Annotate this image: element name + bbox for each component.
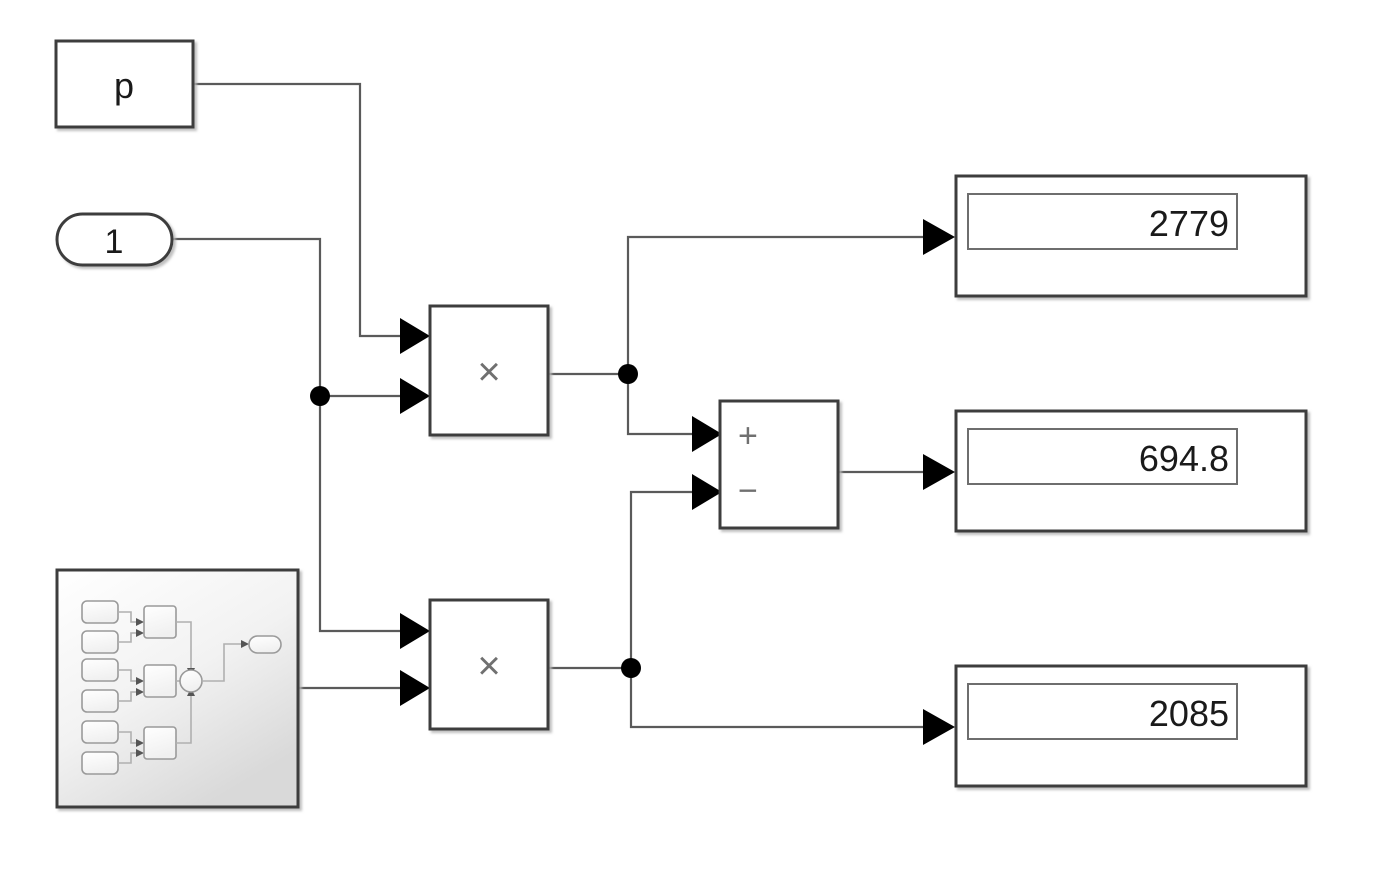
arrowhead-product-lower-in1 [400,613,430,649]
display-middle-value: 694.8 [1139,438,1229,479]
wire-inport-trunk[interactable] [172,237,402,633]
arrowhead-sum-minus-in [692,474,722,510]
thumb-arrowhead-3 [136,677,144,685]
multiply-icon: × [477,350,500,394]
product-upper-body[interactable] [428,304,550,437]
thumb-arrowhead-5 [136,739,144,747]
display-bottom-screen [967,683,1238,740]
thumb-input-4 [81,689,119,713]
thumb-outport [248,635,282,654]
wire-to-sum-minus[interactable] [629,490,694,668]
thumb-wire-sum-to-outport [202,643,245,682]
block-product-upper[interactable]: × [428,304,550,437]
thumb-input-1 [81,600,119,624]
display-middle-screen [967,428,1238,485]
block-constant-p[interactable]: p [54,39,195,129]
block-display-bottom[interactable]: 2085 [954,664,1308,788]
arrowhead-display-middle-in [923,454,955,490]
thumb-input-2 [81,630,119,654]
block-inport-1[interactable]: 1 [55,212,174,267]
thumb-input-3 [81,658,119,682]
subsystem-thumbnail-icon [81,600,282,775]
junction-inport-split[interactable] [310,386,330,406]
block-display-middle[interactable]: 694.8 [954,409,1308,533]
thumb-wire-op1-to-sum [176,621,192,672]
product-lower-body[interactable] [428,598,550,731]
thumb-arrowhead-6 [136,749,144,757]
signal-junctions [310,364,641,678]
thumb-op-block-2 [143,664,177,698]
arrowhead-product-upper-in2 [400,378,430,414]
constant-p-body[interactable] [54,39,195,129]
multiply-icon: × [477,644,500,688]
arrowhead-sum-plus-in [692,416,722,452]
sum-body[interactable] [718,399,840,530]
constant-p-label: p [114,65,134,106]
arrowhead-product-lower-in2 [400,670,430,706]
plus-icon: + [738,417,758,455]
wire-to-sum-plus[interactable] [626,374,694,436]
inport-1-body[interactable] [55,212,174,267]
wire-to-display-bottom[interactable] [629,668,925,729]
inport-1-label: 1 [105,223,124,261]
block-subsystem[interactable] [55,568,300,809]
thumb-arrowhead-4 [136,688,144,696]
signal-wires [172,82,925,729]
wire-p-to-product-upper[interactable] [193,82,402,338]
wire-to-display-top[interactable] [626,235,925,374]
wire-arrowheads [400,219,955,745]
junction-product-lower-split[interactable] [621,658,641,678]
thumb-op-block-1 [143,605,177,639]
minus-icon: − [738,472,758,510]
thumb-sum-node [179,669,203,693]
thumb-wire-op3-to-sum [176,692,192,744]
block-display-top[interactable]: 2779 [954,174,1308,298]
thumb-arrowhead-1 [136,618,144,626]
thumb-arrowhead-outport [241,640,249,648]
arrowhead-display-bottom-in [923,709,955,745]
display-bottom-value: 2085 [1149,693,1229,734]
thumb-input-5 [81,720,119,744]
thumb-input-6 [81,751,119,775]
thumb-arrowhead-2 [136,629,144,637]
block-sum[interactable]: + − [718,399,840,530]
thumb-op-block-3 [143,726,177,760]
arrowhead-display-top-in [923,219,955,255]
arrowhead-product-upper-in1 [400,318,430,354]
block-product-lower[interactable]: × [428,598,550,731]
display-top-value: 2779 [1149,203,1229,244]
display-top-screen [967,193,1238,250]
junction-product-upper-split[interactable] [618,364,638,384]
